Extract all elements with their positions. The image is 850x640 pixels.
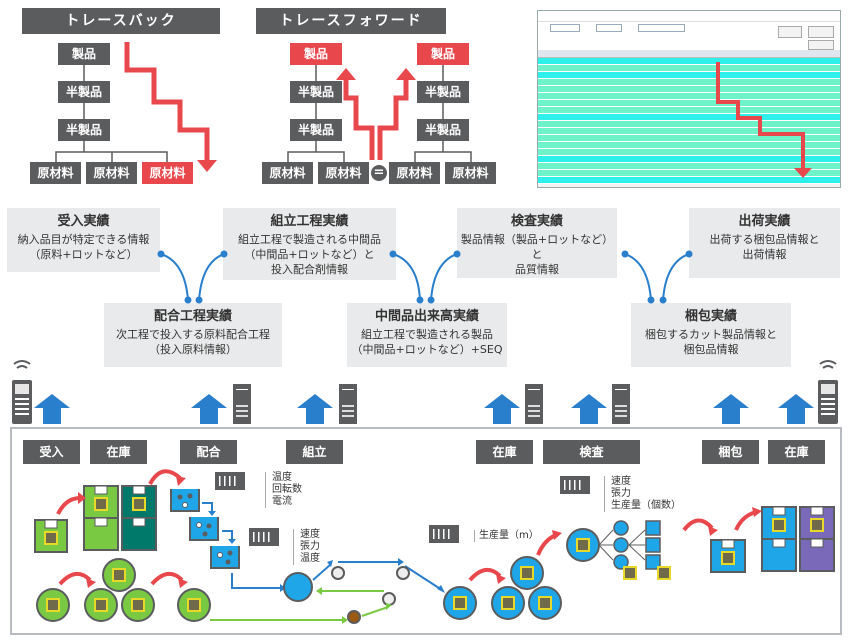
app-grid-row <box>538 58 840 65</box>
server-icon-stock <box>525 384 543 424</box>
traceforward-right-semi-1: 半製品 <box>417 81 469 103</box>
connector-inspection-packing <box>624 253 652 301</box>
traceforward-left-semi-2: 半製品 <box>290 119 342 141</box>
record-receiving: 受入実績 納入品目が特定できる情報 （原料+ロットなど） <box>7 208 160 272</box>
app-titlebar <box>538 11 840 22</box>
traceforward-arrow-left <box>343 78 375 160</box>
handheld-terminal-icon-right <box>818 360 838 424</box>
app-grid-row <box>538 107 840 114</box>
traceback-leaf-material-highlight: 原材料 <box>142 162 193 184</box>
app-grid-row <box>538 93 840 100</box>
record-assembly: 組立工程実績 組立工程で製造される中間品 （中間品+ロットなど）と 投入配合剤情… <box>223 208 396 280</box>
traceback-node-product: 製品 <box>58 43 110 65</box>
server-icon-assembly <box>339 384 357 424</box>
traceback-title: トレースバック <box>22 8 220 34</box>
server-icon-mixing <box>233 384 251 424</box>
app-grid-row <box>538 163 840 170</box>
app-field-2 <box>596 24 622 32</box>
traceback-node-semi-2: 半製品 <box>58 119 110 141</box>
sensor-labels-inspection: 速度 張力 生産量（個数） <box>604 476 681 512</box>
app-grid-row <box>538 156 840 163</box>
connector-shipping-packing <box>662 253 690 301</box>
stage-receiving: 受入 <box>23 440 80 464</box>
app-grid <box>538 50 840 184</box>
connector-receiving-mixing <box>160 253 189 301</box>
app-grid-row <box>538 72 840 79</box>
app-grid-row <box>538 86 840 93</box>
traceback-node-semi-1: 半製品 <box>58 81 110 103</box>
trace-app-window <box>537 10 841 188</box>
trace-connectors <box>55 42 472 172</box>
record-inspection: 検査実績 製品情報（製品+ロットなど）と 品質情報 <box>457 208 617 278</box>
traceforward-title: トレースフォワード <box>256 8 446 34</box>
upload-arrow-icon <box>484 394 520 424</box>
app-button-forward <box>808 26 834 38</box>
sensor-labels-mixing: 温度 回転数 電流 <box>265 472 302 508</box>
equals-icon: = <box>371 165 387 181</box>
stage-packing: 梱包 <box>702 440 759 464</box>
app-grid-row <box>538 170 840 177</box>
app-grid-row <box>538 65 840 72</box>
traceforward-right-leaf-2: 原材料 <box>445 162 496 184</box>
app-grid-row <box>538 177 840 184</box>
stage-stock-1: 在庫 <box>90 440 147 464</box>
traceforward-left-leaf-1: 原材料 <box>262 162 313 184</box>
upload-arrow-icon <box>713 394 749 424</box>
app-button-back <box>778 26 802 38</box>
app-grid-row <box>538 142 840 149</box>
record-mixing: 配合工程実績 次工程で投入する原料配合工程 （投入原料情報） <box>104 303 282 367</box>
traceforward-left-semi-1: 半製品 <box>290 81 342 103</box>
record-shipping: 出荷実績 出荷する梱包品情報と 出荷情報 <box>689 208 840 278</box>
app-grid-row <box>538 79 840 86</box>
stage-stock-3: 在庫 <box>768 440 825 464</box>
upload-arrow-icon <box>297 394 333 424</box>
connector-inspection-output <box>430 253 458 301</box>
tf-arrowhead-right <box>396 68 416 80</box>
handheld-terminal-icon-left <box>12 360 32 424</box>
tf-arrowhead-left <box>336 68 356 80</box>
upload-arrow-icon <box>191 394 227 424</box>
stage-inspection: 検査 <box>543 440 640 464</box>
app-button-close <box>808 40 834 50</box>
connector-assembly-output <box>392 253 421 301</box>
traceforward-right-semi-2: 半製品 <box>417 119 469 141</box>
upload-arrow-icon <box>34 394 70 424</box>
sensor-labels-assembly: 速度 張力 温度 <box>293 529 320 565</box>
traceback-leaf-material-1: 原材料 <box>30 162 81 184</box>
stage-assembly: 組立 <box>286 440 343 464</box>
app-toolbar <box>538 22 840 50</box>
traceforward-right-leaf-1: 原材料 <box>389 162 440 184</box>
connector-assembly-mixing <box>198 253 225 301</box>
traceback-leaf-material-2: 原材料 <box>86 162 137 184</box>
app-grid-row <box>538 121 840 128</box>
record-packing: 梱包実績 梱包するカット製品情報と 梱包品情報 <box>631 303 791 367</box>
app-field-3 <box>638 24 685 32</box>
app-grid-row <box>538 149 840 156</box>
app-grid-row <box>538 135 840 142</box>
upload-arrow-icon <box>571 394 607 424</box>
traceback-arrow <box>124 42 210 160</box>
factory-floor-panel <box>10 427 842 635</box>
record-intermediate-output: 中間品出来高実績 組立工程で製造される製品 （中間品+ロットなど）+SEQ <box>347 303 507 367</box>
stage-mixing: 配合 <box>180 440 237 464</box>
app-grid-row <box>538 114 840 121</box>
app-grid-row <box>538 128 840 135</box>
traceforward-arrow-right <box>377 78 409 160</box>
sensor-labels-output: 生産量（m） <box>474 530 539 542</box>
traceforward-right-product: 製品 <box>417 43 469 65</box>
app-grid-row <box>538 100 840 107</box>
upload-arrow-icon <box>778 394 814 424</box>
traceforward-left-leaf-2: 原材料 <box>318 162 369 184</box>
server-icon-inspection <box>612 384 630 424</box>
app-grid-header <box>538 50 840 58</box>
traceback-arrowhead <box>197 160 217 172</box>
traceforward-left-product: 製品 <box>290 43 342 65</box>
stage-stock-2: 在庫 <box>476 440 533 464</box>
app-field-1 <box>550 24 580 32</box>
